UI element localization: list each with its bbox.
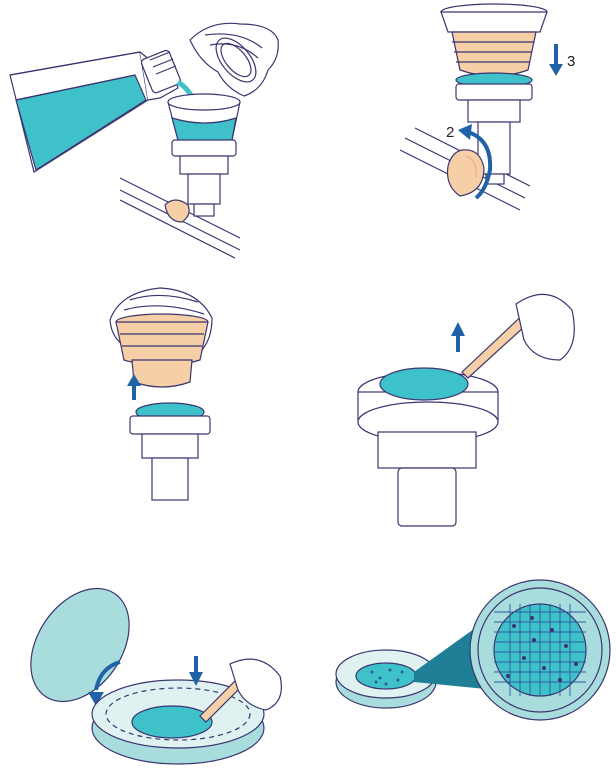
filter-base-icon — [130, 403, 210, 500]
membrane-icon — [380, 368, 468, 400]
petri-dish-icon — [92, 680, 264, 764]
bottle-icon — [10, 49, 196, 172]
panel-lift-membrane — [358, 294, 574, 526]
grid-membrane-icon — [494, 604, 586, 696]
funnel-cap-icon — [441, 4, 547, 87]
hand-icon — [190, 23, 278, 96]
panel-remove-funnel — [110, 288, 212, 500]
filter-base-icon — [165, 140, 236, 222]
up-arrow-head — [451, 322, 465, 336]
panel-count-colonies — [336, 580, 610, 720]
panel-pour-sample — [10, 23, 278, 258]
magnifier-icon — [470, 580, 610, 720]
funnel-icon — [116, 314, 208, 387]
down-arrow-head — [549, 64, 563, 76]
panel-vacuum-and-cap — [400, 4, 563, 210]
label-rotate: 2 — [446, 124, 454, 141]
label-press: 3 — [567, 53, 575, 70]
rotate-arrow-head — [458, 124, 472, 140]
forceps-icon — [462, 294, 574, 378]
panel-place-on-dish — [11, 570, 282, 764]
